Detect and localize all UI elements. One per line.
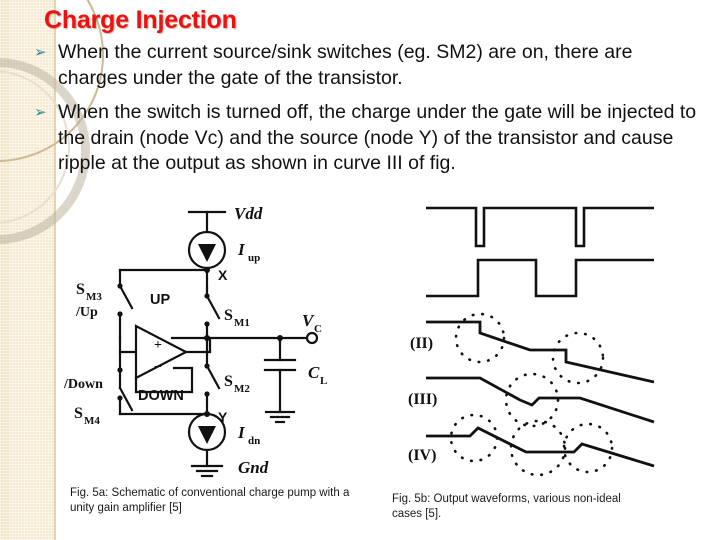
label-sm1: S <box>224 307 233 324</box>
bullet-arrow-icon: ➢ <box>34 44 47 61</box>
label-sm2: S <box>224 373 233 390</box>
label-up: UP <box>150 292 170 308</box>
label-sm1-subscript: M1 <box>234 317 250 329</box>
figure-5b-caption: Fig. 5b: Output waveforms, various non-i… <box>392 493 621 520</box>
band-edge-line <box>54 0 56 540</box>
figure-5a-schematic: Vdd Gnd I up I dn X Y V C C L S M1 S M2 … <box>62 200 382 490</box>
label-gnd: Gnd <box>238 458 269 477</box>
node-dots <box>117 267 283 417</box>
label-iup-subscript: up <box>248 252 260 264</box>
label-vc: V <box>302 311 315 330</box>
dotted-circle-III <box>504 372 560 428</box>
list-item: ➢ When the current source/sink switches … <box>32 40 700 91</box>
label-not-up: /Up <box>75 305 98 320</box>
opamp-plus-sign: + <box>154 338 162 353</box>
dotted-circle-II-a <box>454 312 506 364</box>
output-waveforms-svg: (II) (III) (IV) <box>408 206 655 477</box>
page-title: Charge Injection <box>44 6 237 34</box>
label-idn: I <box>237 423 246 442</box>
waveform-curve-II <box>426 320 655 384</box>
charge-pump-schematic-svg: Vdd Gnd I up I dn X Y V C C L S M1 S M2 … <box>63 204 327 478</box>
opamp-minus-sign: − <box>154 360 162 375</box>
label-sm3-subscript: M3 <box>86 291 102 303</box>
list-item-text: When the switch is turned off, the charg… <box>58 101 697 174</box>
list-item: ➢ When the switch is turned off, the cha… <box>32 100 700 177</box>
label-sm4: S <box>74 405 83 422</box>
label-cl-subscript: L <box>320 375 327 387</box>
figure-5b-waveforms: (II) (III) (IV) <box>408 198 708 483</box>
curve-label-II: (II) <box>410 335 433 352</box>
vc-terminal <box>305 331 319 345</box>
label-sm2-subscript: M2 <box>234 383 250 395</box>
annotation-dotted-circles <box>449 312 614 477</box>
dotted-circle-II-b <box>551 331 605 385</box>
opamp-triangle <box>134 324 189 380</box>
curve-label-IV: (IV) <box>408 447 436 464</box>
dotted-circle-IV-b <box>509 419 567 477</box>
label-not-down: /Down <box>63 377 103 392</box>
current-direction-arrows <box>198 244 216 444</box>
label-vc-subscript: C <box>314 323 322 335</box>
waveform-clock-narrow <box>426 206 654 248</box>
waveform-curve-III <box>426 376 655 424</box>
bullet-arrow-icon: ➢ <box>34 104 47 121</box>
waveform-clock-wide <box>426 258 654 298</box>
label-cl: C <box>308 363 320 382</box>
list-item-text: When the current source/sink switches (e… <box>58 41 633 89</box>
dotted-circle-IV-c <box>562 422 614 474</box>
label-idn-subscript: dn <box>248 435 260 447</box>
label-sm3: S <box>76 281 85 298</box>
dotted-circle-IV-a <box>449 413 499 463</box>
waveform-curve-IV <box>426 426 655 468</box>
label-vdd: Vdd <box>234 204 263 223</box>
bullet-list: ➢ When the current source/sink switches … <box>32 40 700 186</box>
label-iup: I <box>237 240 246 259</box>
label-node-y: Y <box>218 409 228 425</box>
curve-label-III: (III) <box>408 391 437 408</box>
label-sm4-subscript: M4 <box>84 415 100 427</box>
label-down: DOWN <box>138 388 184 404</box>
figure-5a-caption: Fig. 5a: Schematic of conventional charg… <box>70 487 350 514</box>
label-node-x: X <box>218 267 228 283</box>
